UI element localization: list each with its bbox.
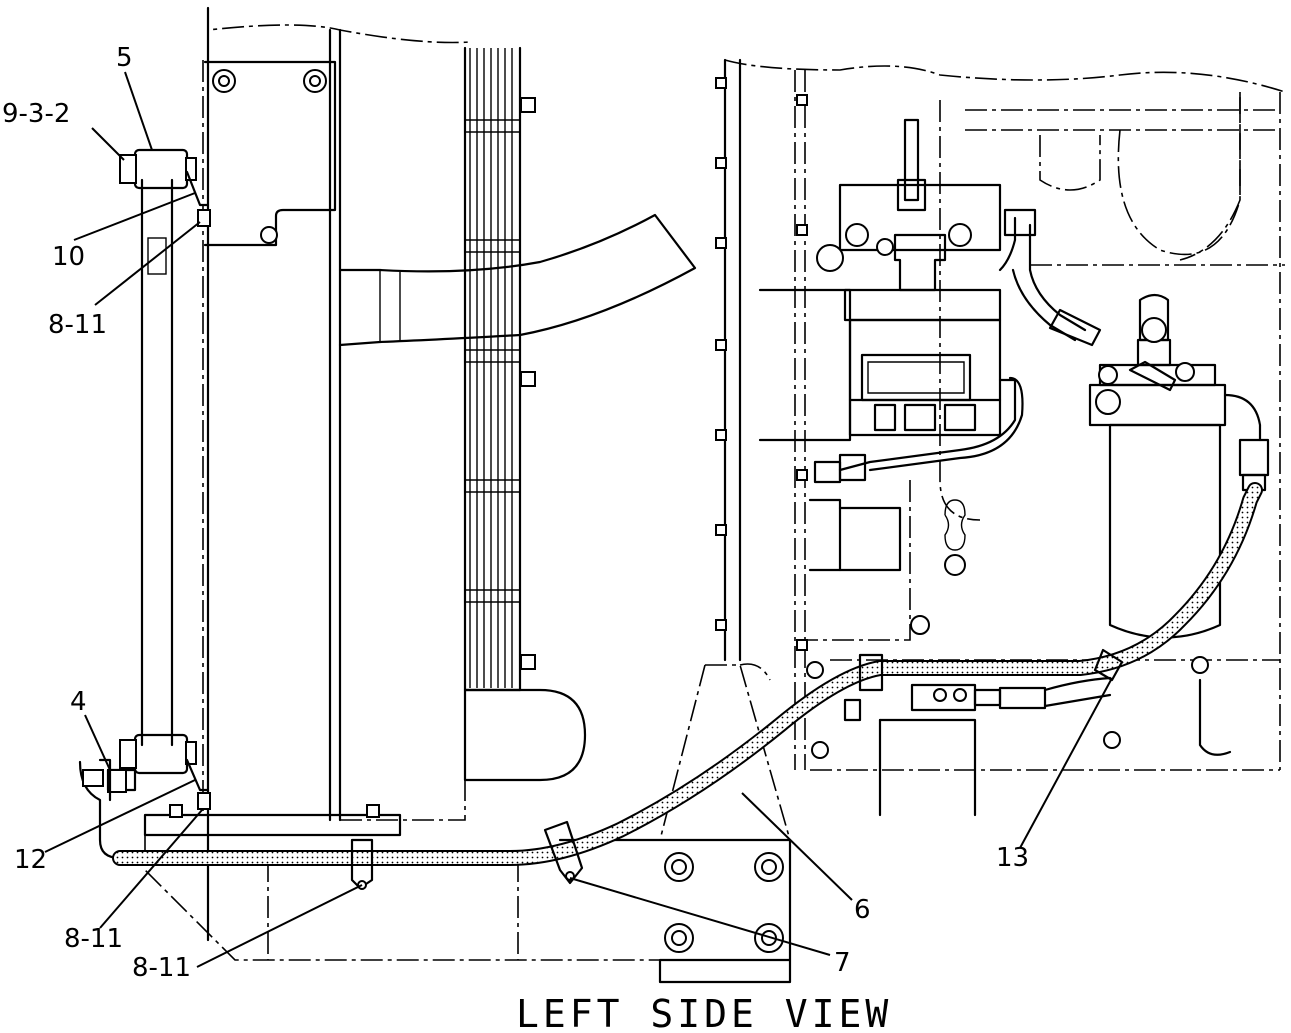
callout-7: 7 <box>834 948 851 978</box>
callout-8-11: 8-11 <box>132 953 191 983</box>
callout-5: 5 <box>116 43 133 73</box>
fuel-hose <box>112 482 1263 890</box>
callout-4: 4 <box>70 687 87 717</box>
leader-lines <box>44 71 1113 968</box>
callout-12: 12 <box>14 845 47 875</box>
view-title: LEFT SIDE VIEW <box>516 992 892 1033</box>
callout-8-11: 8-11 <box>48 310 107 340</box>
oil-cooler <box>78 148 211 860</box>
callout-8-11: 8-11 <box>64 924 123 954</box>
callout-6: 6 <box>854 895 871 925</box>
engine-group <box>715 58 1286 817</box>
bolt-icon <box>260 226 278 244</box>
callout-10: 10 <box>52 242 85 272</box>
radiator-group <box>143 6 792 984</box>
callout-13: 13 <box>996 843 1029 873</box>
callout-9-3-2: 9-3-2 <box>2 99 70 129</box>
callout-labels: 9-3-2 5 10 8-11 4 12 8-11 8-11 7 6 13 <box>2 43 1029 983</box>
